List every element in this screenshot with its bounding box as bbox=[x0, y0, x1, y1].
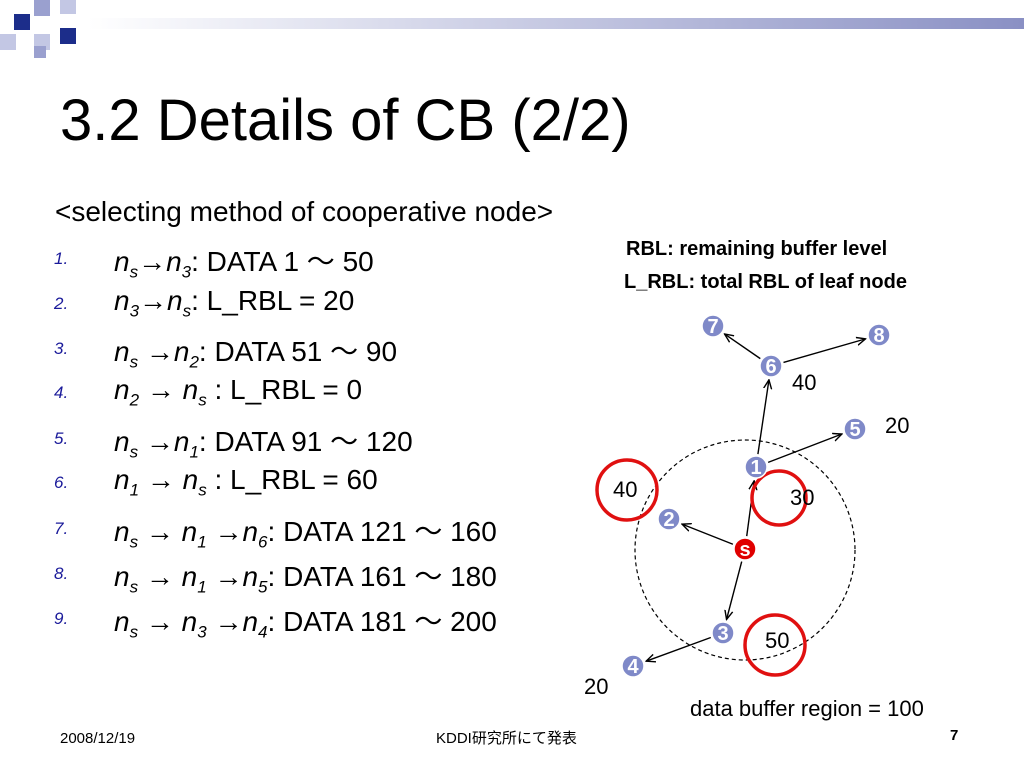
header-bar bbox=[88, 18, 1024, 29]
rbl-value-4: 20 bbox=[584, 674, 608, 699]
node-2: 2 bbox=[657, 507, 681, 531]
node-label: 2 bbox=[663, 509, 674, 531]
node-label: 1 bbox=[750, 457, 761, 479]
edge-s-3 bbox=[727, 561, 743, 620]
step-text: n2 → ns : L_RBL = 0 bbox=[114, 374, 363, 410]
step-number: 6. bbox=[54, 473, 69, 492]
node-1: 1 bbox=[744, 455, 768, 479]
edge-6-8 bbox=[783, 339, 865, 364]
node-5: 5 bbox=[843, 417, 867, 441]
step-number: 9. bbox=[54, 609, 69, 628]
node-shape bbox=[657, 507, 681, 531]
node-label: 4 bbox=[627, 656, 639, 678]
highlight-circle-3 bbox=[743, 613, 807, 677]
step-number: 5. bbox=[54, 429, 69, 448]
node-3: 3 bbox=[711, 621, 735, 645]
node-shape bbox=[843, 417, 867, 441]
rbl-value-2: 40 bbox=[613, 477, 637, 502]
node-shape bbox=[701, 314, 725, 338]
node-label: 7 bbox=[707, 316, 718, 338]
footer-date: 2008/12/19 bbox=[60, 730, 136, 747]
buffer-region-circle bbox=[634, 439, 856, 661]
legend-lrbl: L_RBL: total RBL of leaf node bbox=[624, 271, 907, 293]
step-number: 7. bbox=[54, 519, 69, 538]
node-label: 3 bbox=[717, 623, 728, 645]
node-7: 7 bbox=[701, 314, 725, 338]
node-s: s bbox=[733, 537, 757, 561]
step-number: 8. bbox=[54, 564, 69, 583]
page-number: 7 bbox=[950, 727, 959, 744]
step-number: 2. bbox=[54, 294, 69, 313]
subheading: <selecting method of cooperative node> bbox=[55, 196, 554, 227]
node-label: 5 bbox=[849, 419, 860, 441]
rbl-value-6: 40 bbox=[792, 370, 816, 395]
node-shape bbox=[733, 537, 757, 561]
node-6: 6 bbox=[759, 354, 783, 378]
step-number: 3. bbox=[54, 339, 69, 358]
footer-org: KDDI研究所にて発表 bbox=[436, 730, 577, 747]
node-shape bbox=[744, 455, 768, 479]
node-shape bbox=[867, 323, 891, 347]
node-label: 6 bbox=[765, 356, 776, 378]
corner-decoration bbox=[0, 0, 100, 60]
step-text: ns →n2: DATA 51 〜 90 bbox=[114, 336, 398, 372]
rbl-value-1: 30 bbox=[790, 485, 814, 510]
edge-6-7 bbox=[725, 334, 761, 360]
edge-1-6 bbox=[757, 380, 769, 455]
step-number: 1. bbox=[54, 249, 69, 268]
node-shape bbox=[621, 654, 645, 678]
step-number: 4. bbox=[54, 383, 69, 402]
node-shape bbox=[759, 354, 783, 378]
step-text: ns → n1 →n6: DATA 121 〜 160 bbox=[114, 516, 497, 552]
rbl-value-5: 20 bbox=[885, 413, 909, 438]
edge-s-2 bbox=[682, 524, 734, 545]
step-text: ns → n3 →n4: DATA 181 〜 200 bbox=[114, 606, 497, 642]
rbl-value-3: 50 bbox=[765, 628, 789, 653]
step-text: n3→ns: L_RBL = 20 bbox=[114, 285, 355, 321]
slide-title: 3.2 Details of CB (2/2) bbox=[60, 88, 631, 153]
node-8: 8 bbox=[867, 323, 891, 347]
step-text: ns→n3: DATA 1 〜 50 bbox=[114, 246, 374, 282]
step-text: n1 → ns : L_RBL = 60 bbox=[114, 464, 378, 500]
node-label: 8 bbox=[873, 325, 884, 347]
node-shape bbox=[711, 621, 735, 645]
highlight-circle-1 bbox=[750, 469, 808, 527]
highlight-circle-2 bbox=[595, 458, 659, 522]
node-4: 4 bbox=[621, 654, 645, 678]
node-label: s bbox=[739, 539, 750, 561]
legend-rbl: RBL: remaining buffer level bbox=[626, 238, 888, 260]
edge-1-5 bbox=[767, 434, 842, 463]
step-text: ns → n1 →n5: DATA 161 〜 180 bbox=[114, 561, 497, 597]
step-text: ns →n1: DATA 91 〜 120 bbox=[114, 426, 413, 462]
region-label: data buffer region = 100 bbox=[690, 696, 924, 721]
edge-3-4 bbox=[646, 636, 712, 661]
